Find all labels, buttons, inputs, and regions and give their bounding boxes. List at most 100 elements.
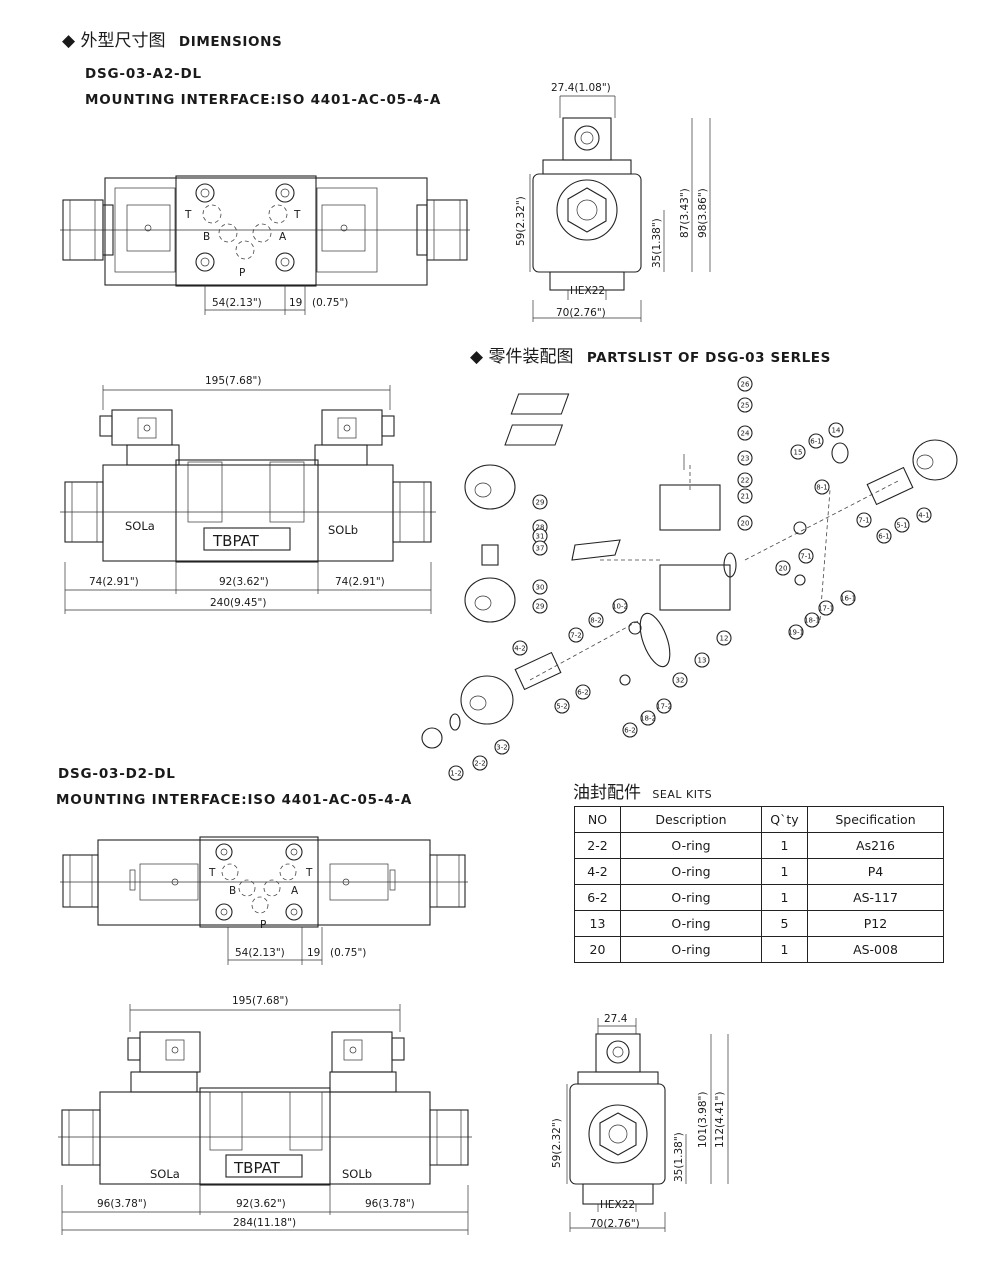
callout-label: 5-2	[556, 703, 567, 711]
top-view-d: T T B A P 54(2.13") 19 (0.75")	[60, 836, 468, 965]
callout-label: 7-1	[800, 553, 811, 561]
dim-195-d: 195(7.68")	[232, 995, 288, 1007]
exploded-parts-view: 26252423222120292831373029146-1158-17-16…	[421, 376, 958, 781]
side-body-d	[569, 1083, 666, 1185]
callout-bubble: 17-1	[818, 600, 834, 616]
callout-bubble: 20	[775, 560, 791, 576]
callout-bubble: 18-1	[804, 612, 820, 628]
callout-bubble: 26	[737, 376, 753, 392]
header-no: NO	[574, 806, 621, 833]
callout-label: 28	[536, 524, 545, 532]
dim-70-d: 70(2.76")	[590, 1218, 640, 1230]
callout-label: 17-2	[656, 703, 672, 711]
callout-bubble: 13	[694, 652, 710, 668]
callout-bubble: 7-1	[798, 548, 814, 564]
coil-lower	[464, 577, 516, 623]
header-qty: Q`ty	[761, 806, 808, 833]
model-a-name: DSG-03-A2-DL	[85, 66, 202, 82]
exploded-plate	[659, 484, 721, 531]
dim-35-a: 35(1.38")	[651, 218, 663, 268]
sol-a-label-d: SOLa	[150, 1167, 180, 1181]
callout-bubble: 4-1	[916, 507, 932, 523]
dim-59-d: 59(2.32")	[551, 1118, 563, 1168]
dim-98-a: 98(3.86")	[697, 188, 709, 238]
dim-19-d: 19	[307, 947, 320, 959]
callout-label: 6-2	[624, 727, 635, 735]
dim-96r-d: 96(3.78")	[365, 1198, 415, 1210]
dim-74l-a: 74(2.91")	[89, 576, 139, 588]
callout-bubble: 6-2	[622, 722, 638, 738]
callout-bubble: 3-2	[494, 739, 510, 755]
dim-19-a: 19	[289, 297, 302, 309]
model-a-interface: MOUNTING INTERFACE:ISO 4401-AC-05-4-A	[85, 92, 442, 108]
dim-70-a: 70(2.76")	[556, 307, 606, 319]
callout-bubble: 24	[737, 425, 753, 441]
callout-label: 26	[741, 381, 750, 389]
dim-075-a: (0.75")	[312, 297, 348, 309]
bullet-icon: ◆	[470, 347, 484, 367]
port-t-left: T	[184, 209, 192, 221]
dim-27-d: 27.4	[604, 1013, 628, 1025]
tbpat-label-d: TBPAT	[233, 1159, 281, 1177]
callout-label: 6-2	[577, 689, 588, 697]
callout-label: 6-1	[878, 533, 889, 541]
sol-b-label: SOLb	[328, 523, 358, 537]
callout-label: 8-1	[816, 484, 827, 492]
callout-label: 23	[741, 455, 750, 463]
callout-bubble: 12	[716, 630, 732, 646]
callout-bubble: 2-2	[472, 755, 488, 771]
hex-d: HEX22	[600, 1199, 635, 1211]
dim-195-a: 195(7.68")	[205, 375, 261, 387]
callout-bubble: 37	[532, 540, 548, 556]
side-view-a: 27.4(1.08") 59(2.32") 87(3.43") 98(3.86"…	[515, 82, 711, 322]
callout-label: 19-1	[788, 629, 804, 637]
sol-b-label-d: SOLb	[342, 1167, 372, 1181]
callout-bubble: 21	[737, 488, 753, 504]
callout-bubble: 19-1	[788, 624, 804, 640]
dim-92-d: 92(3.62")	[236, 1198, 286, 1210]
sealkits-heading: 油封配件 SEAL KITS	[573, 783, 713, 803]
header-specification: Specification	[807, 806, 944, 833]
connector-right-a	[321, 409, 383, 446]
coil-upper	[464, 464, 516, 510]
dim-87-a: 87(3.43")	[679, 188, 691, 238]
callout-label: 25	[741, 402, 750, 410]
valve-body-a	[104, 177, 428, 286]
callout-bubble: 16-1	[840, 590, 856, 606]
port-t-left-d: T	[208, 867, 216, 879]
callout-label: 6-1	[810, 438, 821, 446]
callout-label: 8-2	[590, 617, 601, 625]
dim-27-a: 27.4(1.08")	[551, 82, 611, 94]
callout-bubble: 18-2	[640, 710, 656, 726]
callout-label: 1-2	[450, 770, 461, 778]
callout-label: 29	[536, 499, 545, 507]
callout-label: 4-1	[918, 512, 929, 520]
sol-a-label: SOLa	[125, 519, 155, 533]
port-p: P	[239, 267, 245, 279]
table-header-row: NO Description Q`ty Specification	[574, 806, 944, 833]
callout-label: 18-2	[640, 715, 656, 723]
coil-right	[912, 439, 958, 481]
callout-label: 17-1	[818, 605, 834, 613]
side-body-a	[532, 173, 642, 273]
callout-bubble: 25	[737, 397, 753, 413]
callout-label: 14	[832, 427, 841, 435]
connector-left-d	[139, 1031, 201, 1073]
callout-bubble: 4-2	[512, 640, 528, 656]
callout-bubble: 17-2	[656, 698, 672, 714]
callout-bubble: 5-1	[894, 517, 910, 533]
top-view-a: T T B A P 54(2.13") 19 (0.75")	[60, 175, 470, 315]
model-d-interface: MOUNTING INTERFACE:ISO 4401-AC-05-4-A	[56, 792, 413, 808]
callout-bubble: 23	[737, 450, 753, 466]
callout-label: 20	[741, 520, 750, 528]
callout-bubble: 6-2	[575, 684, 591, 700]
dim-74r-a: 74(2.91")	[335, 576, 385, 588]
callout-label: 13	[698, 657, 707, 665]
callout-label: 30	[536, 584, 545, 592]
dim-284-d: 284(11.18")	[233, 1217, 296, 1229]
callout-label: 20	[779, 565, 788, 573]
